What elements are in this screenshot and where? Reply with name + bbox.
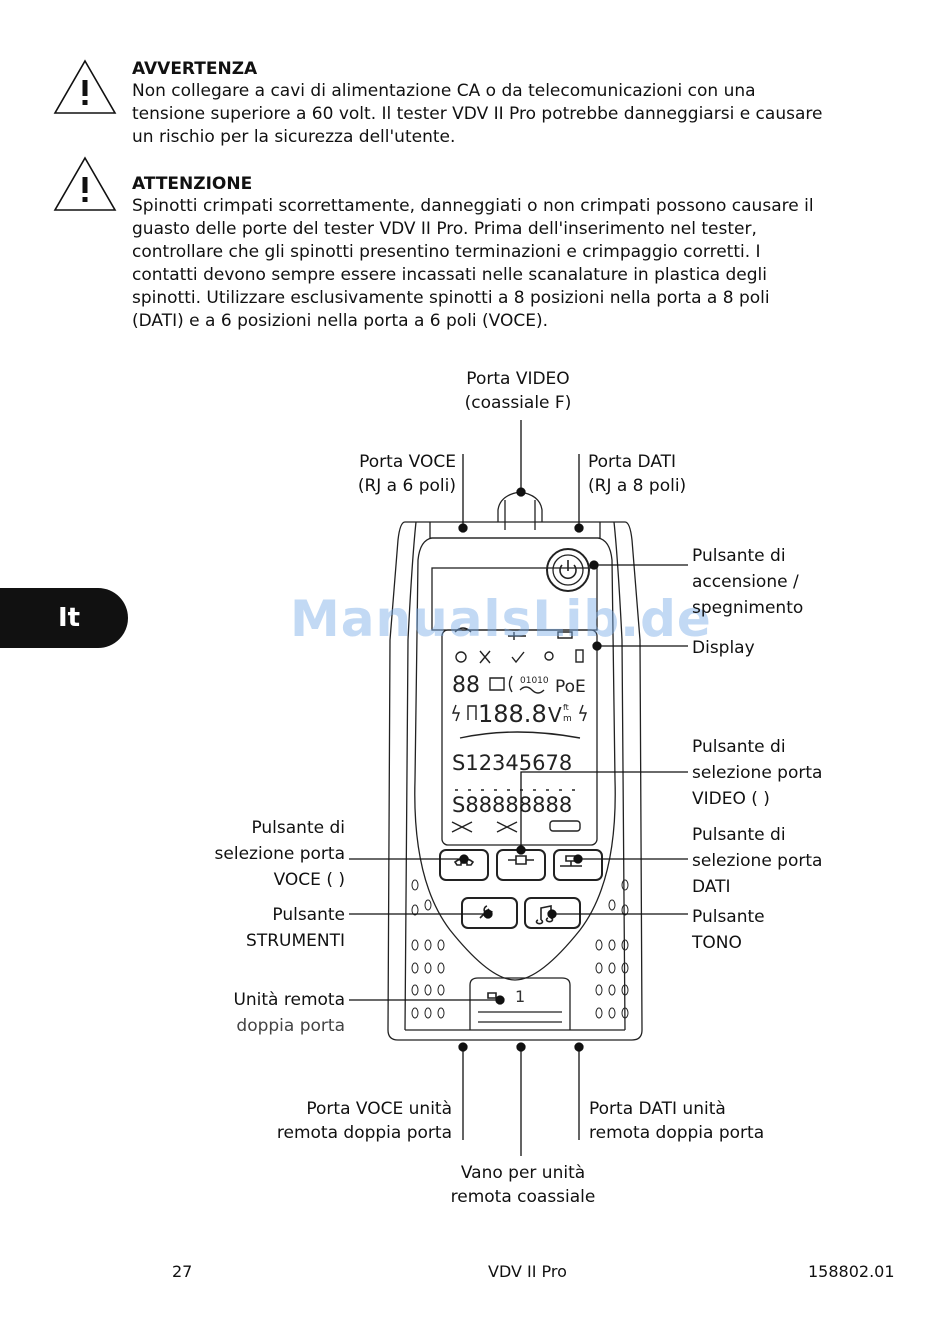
page-number: 27 [172, 1262, 193, 1281]
remote-number: 1 [515, 987, 525, 1006]
warning-text: Spinotti crimpati scorrettamente, danneg… [132, 196, 814, 331]
lcd-pins-top: S12345678 [452, 751, 572, 775]
remote-number-plate [487, 992, 497, 999]
device-body [387, 521, 643, 1041]
coax-plug-icon [508, 855, 534, 865]
data-select-button [553, 849, 603, 881]
warning-title: ATTENZIONE [132, 174, 253, 194]
device-face [414, 537, 616, 981]
label-display: Display [692, 638, 755, 658]
label-data-port: Porta DATI(RJ a 8 poli) [588, 452, 687, 496]
voice-select-button [439, 849, 489, 881]
warning-title: AVVERTENZA [132, 59, 258, 79]
footer-product: VDV II Pro [488, 1262, 567, 1281]
warning-text: Non collegare a cavi di alimentazione CA… [132, 81, 823, 147]
lcd-poe: PoE [555, 677, 586, 697]
label-video-port: Porta VIDEO(coassiale F) [464, 369, 572, 413]
lcd-unit-m: m [563, 714, 572, 724]
language-tab: It [0, 588, 128, 648]
lcd-content: 88 01010 PoE 188.8 V ft m S12345678 S888… [451, 627, 588, 833]
lcd-icons [451, 627, 588, 833]
remote-unit [469, 977, 571, 1030]
lcd-unit-ft: ft [563, 703, 569, 712]
lcd-voltage: 188.8 [478, 700, 547, 728]
warning-triangle-icon [53, 156, 117, 211]
lcd-bits: 01010 [520, 676, 549, 686]
lcd-pins-bottom: S88888888 [452, 793, 572, 817]
tools-button [461, 897, 518, 929]
footer-code: 158802.01 [808, 1262, 895, 1281]
power-button [546, 548, 590, 592]
warning-triangle-icon [53, 59, 117, 114]
label-voice-port: Porta VOCE(RJ a 6 poli) [357, 452, 456, 496]
lcd-row-digits: 88 [452, 673, 480, 698]
lcd-unit-v: V [548, 703, 562, 727]
tone-button [524, 897, 581, 929]
watermark: ManualsLib.de [290, 590, 712, 648]
